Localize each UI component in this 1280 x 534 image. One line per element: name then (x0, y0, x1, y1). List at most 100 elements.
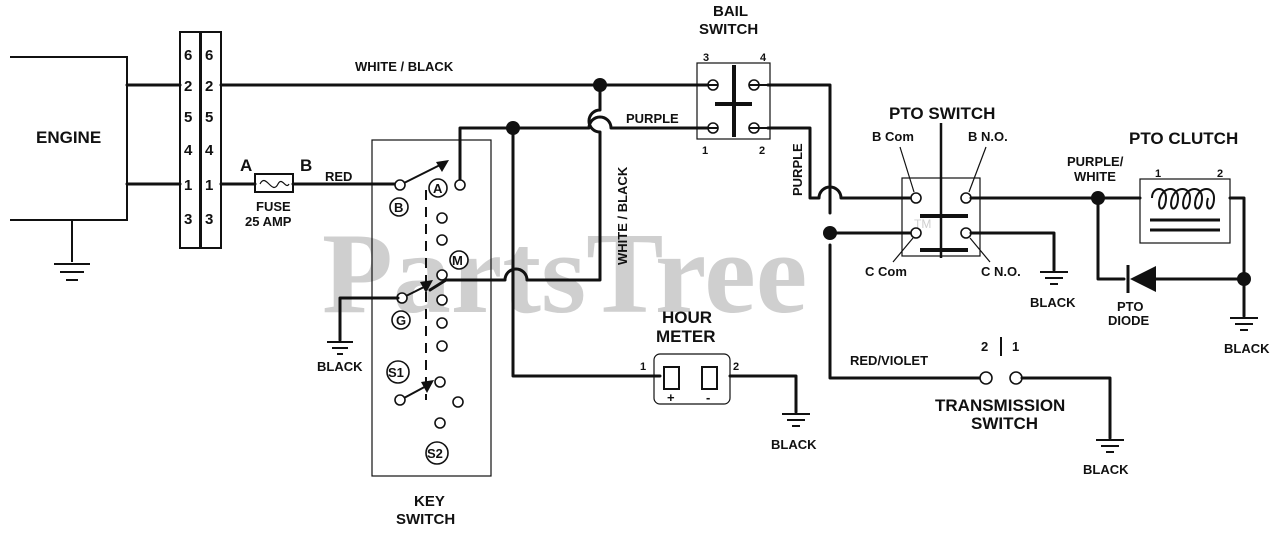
key-switch-terminal (452, 396, 464, 408)
transmission-switch-terminal (1009, 371, 1023, 385)
fuse-terminal-b: B (300, 156, 312, 175)
connector-left-pin: 6 (184, 47, 192, 64)
key-switch-terminal (434, 376, 446, 388)
ground-icon (327, 341, 353, 355)
connector-left-pin: 5 (184, 109, 192, 126)
ground-label: BLACK (1224, 341, 1270, 356)
pto-clutch-title: PTO CLUTCH (1129, 129, 1238, 148)
ground-label: BLACK (317, 359, 363, 374)
key-switch-terminal (436, 269, 448, 281)
key-switch-term-b-label: B (394, 200, 403, 215)
wire-label-purple-vertical: PURPLE (790, 143, 805, 196)
hour-meter-label: METER (656, 327, 716, 346)
wire-label-red: RED (325, 169, 352, 184)
connector-right-pin: 5 (205, 109, 213, 126)
diode-icon (1130, 266, 1156, 292)
key-switch-term-a-label: A (433, 181, 443, 196)
fuse-terminal-a: A (240, 156, 252, 175)
hour-meter-pin: 2 (733, 361, 739, 373)
key-switch-term-s1-label: S1 (388, 365, 404, 380)
bail-switch-label: SWITCH (699, 21, 758, 38)
pto-clutch-box (1139, 178, 1231, 244)
pto-clutch-pin: 2 (1217, 168, 1223, 180)
wire-transmission-ground (1020, 376, 1112, 440)
ground-icon (1230, 317, 1258, 331)
transmission-switch-pin: 1 (1012, 339, 1019, 354)
hour-meter-box (653, 353, 731, 405)
pto-clutch-coil-icon (1151, 188, 1216, 210)
connector-right-pin: 2 (205, 78, 213, 95)
wire-clutch-ground (1228, 196, 1246, 318)
fuse: A B FUSE 25 AMP (240, 156, 312, 229)
pto-switch-terminal (910, 227, 922, 239)
connector-left-pin: 3 (184, 211, 192, 228)
wire-label-purple: PURPLE (626, 111, 679, 126)
key-switch-terminal (436, 340, 448, 352)
wire-diode-left (1096, 196, 1126, 281)
connector-right-pin: 3 (205, 211, 213, 228)
key-switch-box (371, 139, 492, 477)
ground-label: BLACK (771, 437, 817, 452)
bail-switch-box (696, 62, 771, 140)
hour-meter-terminal-pos (663, 366, 680, 390)
key-switch-term-g (391, 310, 411, 330)
transmission-switch: 2 1 TRANSMISSION SWITCH (935, 337, 1065, 433)
key-switch-terminal (436, 212, 448, 224)
key-switch-term-m (449, 250, 469, 270)
ground-label: BLACK (1083, 462, 1129, 477)
connector-right-pin: 4 (205, 142, 214, 159)
hour-meter-plus: + (667, 390, 675, 405)
ground-icon (782, 413, 810, 427)
wire-label-purple-white: WHITE (1074, 169, 1116, 184)
key-switch-label: SWITCH (396, 511, 455, 528)
key-switch: A B M G S1 S2 KEY SWITCH (371, 139, 492, 528)
transmission-switch-terminal (979, 371, 993, 385)
wire-hour-meter-ground (728, 374, 798, 414)
pto-clutch-pin: 1 (1155, 168, 1161, 180)
ground-icon (1040, 271, 1068, 285)
key-switch-label: KEY (414, 493, 445, 510)
engine-box (10, 56, 128, 221)
key-switch-term-s1 (386, 360, 410, 384)
engine-label: ENGINE (36, 128, 101, 147)
transmission-switch-label: TRANSMISSION (935, 396, 1065, 415)
ground-label: BLACK (1030, 295, 1076, 310)
wire-label-white-black-vertical: WHITE / BLACK (615, 166, 630, 265)
bail-switch-label: BAIL (713, 3, 748, 20)
ground-icon (1096, 439, 1124, 453)
fuse-rating: 25 AMP (245, 214, 292, 229)
wire-pto-ground (969, 231, 1056, 272)
hour-meter: HOUR METER 1 2 + - (640, 308, 739, 405)
engine-ground-icon (54, 263, 90, 281)
pto-switch-b-no: B N.O. (968, 129, 1008, 144)
bail-switch-pin: 4 (760, 52, 767, 64)
pto-switch: PTO SWITCH B Com B N.O. C Com C N.O. (865, 104, 1021, 279)
key-switch-terminal (454, 179, 466, 191)
key-switch-arrow-icon (420, 280, 433, 293)
wire-label-purple-white: PURPLE/ (1067, 154, 1124, 169)
connector-right-pin: 6 (205, 47, 213, 64)
key-switch-term-g-label: G (396, 313, 406, 328)
wire-purple-top (458, 115, 710, 187)
bail-switch: BAIL SWITCH 3 4 1 2 (696, 3, 771, 157)
key-switch-arrow-icon (436, 160, 449, 172)
connector-left-pin: 1 (184, 177, 192, 194)
pto-switch-c-no: C N.O. (981, 264, 1021, 279)
connector-right-pin: 1 (205, 177, 213, 194)
key-switch-terminal (394, 179, 406, 191)
key-switch-term-b (389, 197, 409, 217)
transmission-switch-label: SWITCH (971, 414, 1038, 433)
watermark-trademark: TM (914, 217, 931, 231)
pto-leader (968, 146, 987, 193)
key-switch-term-a (428, 178, 448, 198)
pto-leader (969, 237, 991, 263)
bail-switch-pin: 3 (703, 52, 709, 64)
key-switch-term-s2 (425, 441, 449, 465)
wire-key-ground (338, 296, 400, 342)
connector: 6 2 5 4 1 3 6 2 5 4 1 3 (179, 31, 222, 249)
connector-left-pin: 4 (184, 142, 193, 159)
pto-leader (892, 237, 914, 263)
pto-diode: PTO DIODE (1108, 265, 1156, 328)
key-switch-term-s2-label: S2 (427, 446, 443, 461)
bail-switch-pin: 2 (759, 145, 765, 157)
